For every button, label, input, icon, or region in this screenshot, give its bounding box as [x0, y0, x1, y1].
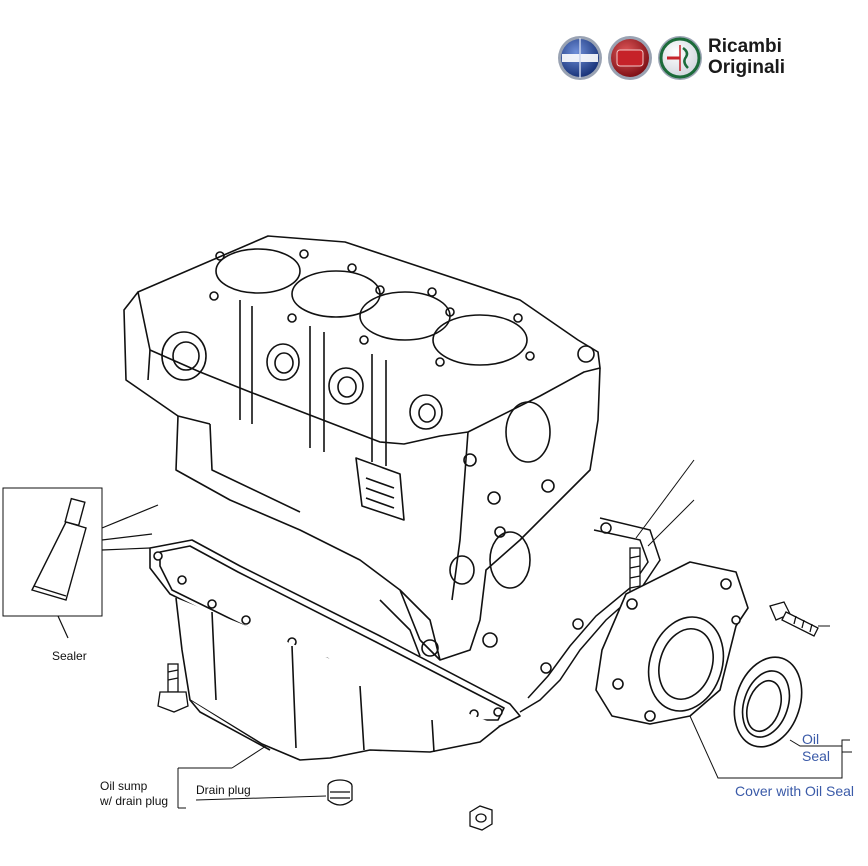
nut	[469, 805, 493, 831]
sump-bolt	[157, 663, 189, 713]
brand-line-1: Ricambi	[708, 36, 782, 57]
oil-sump	[149, 539, 521, 761]
oil-seal-ring	[733, 656, 803, 748]
label-oil-sump: Oil sump w/ drain plug	[100, 779, 168, 809]
brand-title: Ricambi Originali	[708, 36, 785, 78]
drain-plug	[327, 779, 353, 806]
alfa-romeo-logo	[658, 36, 702, 80]
brand-line-2: Originali	[708, 57, 786, 78]
leader-lines	[177, 459, 852, 809]
label-sealer: Sealer	[52, 649, 87, 663]
sealer-tube-icon	[30, 497, 87, 601]
label-oil-sump-line-2: w/ drain plug	[100, 794, 169, 808]
label-oil-seal: Oil Seal	[802, 731, 830, 765]
engine-block	[123, 235, 601, 661]
label-oil-seal-line-1: Oil	[802, 731, 820, 747]
label-drain-plug: Drain plug	[196, 783, 251, 797]
label-cover-with-oil-seal: Cover with Oil Seal	[735, 783, 855, 799]
sealer-callout	[2, 487, 159, 639]
label-oil-seal-line-2: Seal	[802, 748, 831, 764]
lancia-logo	[558, 36, 602, 80]
label-oil-sump-line-1: Oil sump	[100, 779, 148, 793]
rear-cover	[595, 561, 749, 725]
stud-bolt	[629, 547, 641, 599]
fiat-logo	[608, 36, 652, 80]
cover-bolt	[769, 601, 830, 637]
